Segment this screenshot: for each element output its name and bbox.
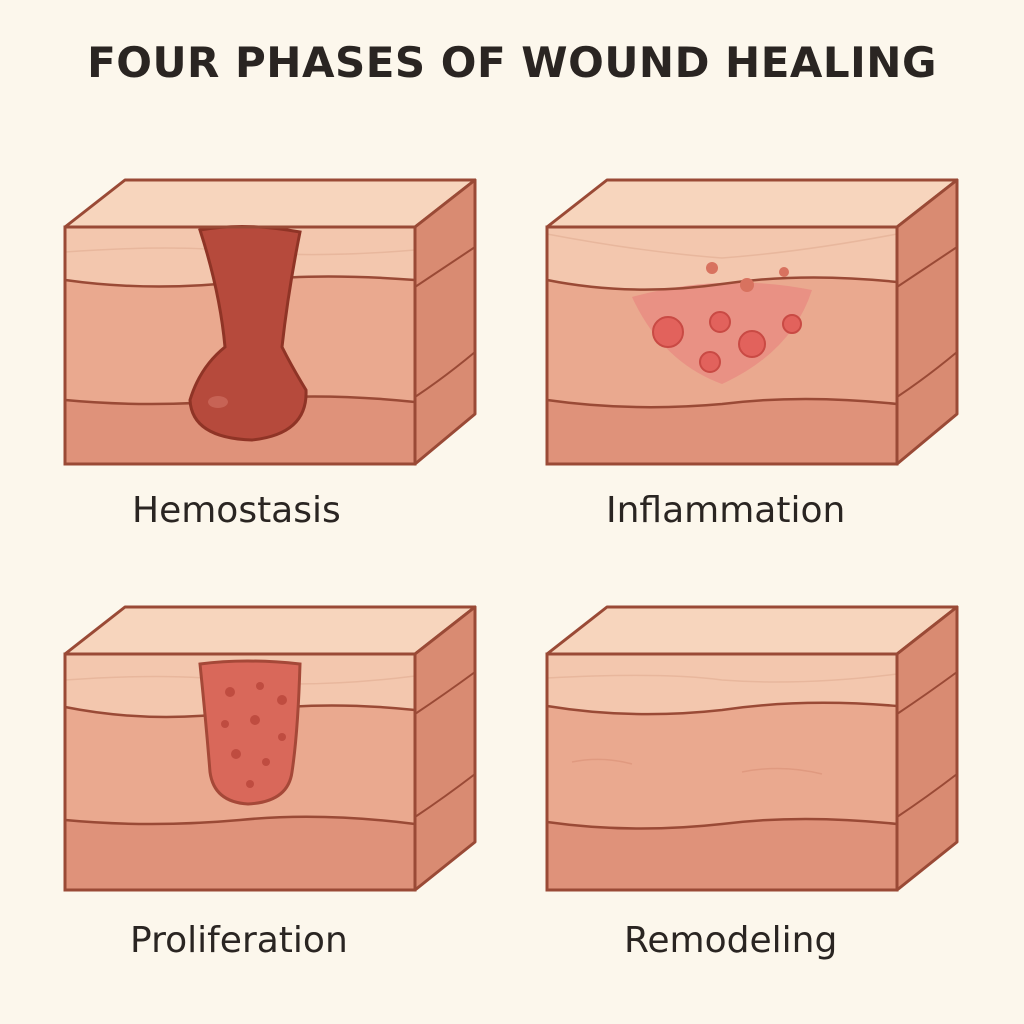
panel-remodeling: Remodeling xyxy=(542,602,1002,992)
panel-inflammation: Inflammation xyxy=(542,172,1002,562)
label-proliferation: Proliferation xyxy=(130,920,348,961)
hemostasis-skin-illustration xyxy=(63,178,477,466)
inflammation-skin-illustration xyxy=(545,178,959,466)
proliferation-skin-illustration xyxy=(63,605,477,892)
label-hemostasis: Hemostasis xyxy=(132,490,341,531)
label-inflammation: Inflammation xyxy=(606,490,846,531)
panel-hemostasis: Hemostasis xyxy=(60,172,520,562)
label-remodeling: Remodeling xyxy=(624,920,838,961)
remodeling-skin-illustration xyxy=(545,605,959,892)
panel-proliferation: Proliferation xyxy=(60,602,520,992)
page-title: FOUR PHASES OF WOUND HEALING xyxy=(87,38,937,87)
